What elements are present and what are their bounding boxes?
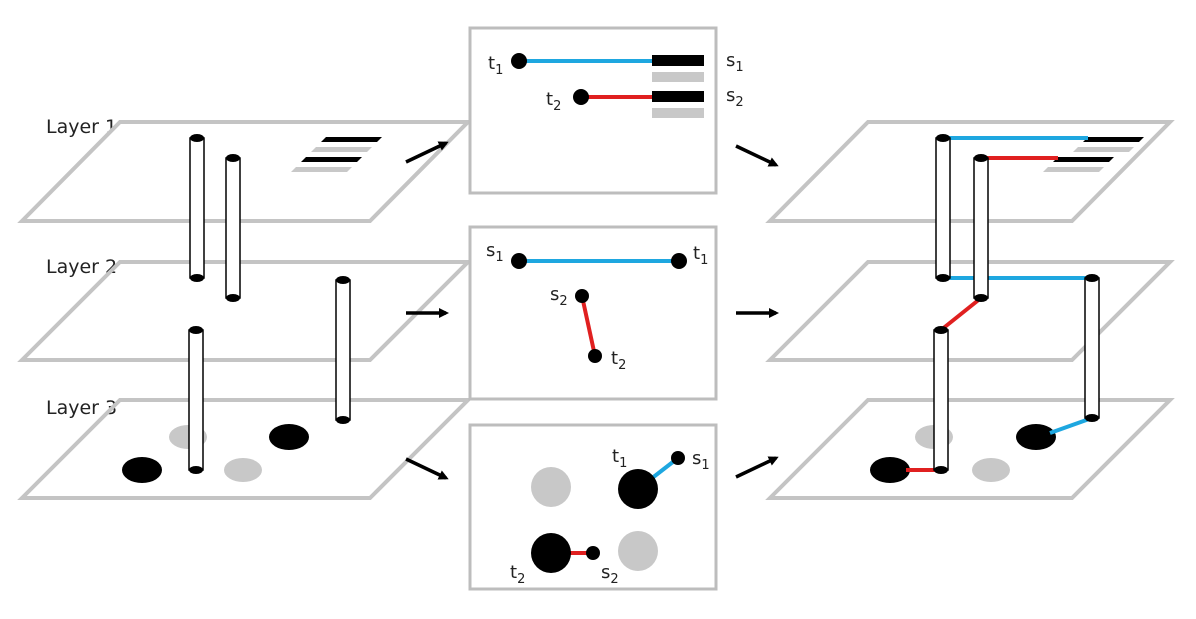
right-plane-layer-1 [765, 120, 1175, 223]
pad-black [122, 457, 162, 483]
pin-stripe [321, 137, 382, 142]
via [1084, 274, 1100, 422]
terminal-t2 [588, 349, 602, 363]
pad-gray [224, 458, 262, 482]
arrow-icon [735, 456, 779, 479]
net1-wire [1049, 416, 1093, 435]
label-s2: s2 [550, 284, 568, 309]
pin-stripe [291, 167, 352, 172]
via [933, 326, 949, 474]
terminal-t2 [573, 89, 589, 105]
label-s1: s1 [486, 240, 504, 265]
pin-stripe [652, 108, 704, 118]
pin-stripe [652, 72, 704, 82]
label-s2: s2 [726, 85, 744, 110]
via [935, 134, 951, 282]
pin-stripe [1073, 147, 1134, 152]
terminal-s2 [575, 289, 589, 303]
left-layer-stack [17, 120, 473, 500]
panel-layer-3-routing: t1 s1 t2 s2 [468, 423, 718, 591]
right-plane-layer-3 [765, 398, 1175, 500]
pin-stripe [652, 55, 704, 66]
terminal-t1 [671, 253, 687, 269]
via [335, 276, 351, 424]
pin-stripe [1083, 137, 1144, 142]
pin-stripe [1043, 167, 1104, 172]
right-layer-1-pins [1043, 137, 1144, 172]
layer-1-label: Layer 1 [46, 116, 118, 138]
pad-gray [531, 467, 571, 507]
pin-stripe [652, 91, 704, 102]
net2-wire [939, 296, 983, 332]
layer-2-label: Layer 2 [46, 256, 118, 278]
pad-black [1016, 424, 1056, 450]
via [188, 326, 204, 474]
label-t2: t2 [510, 562, 525, 587]
label-t2: t2 [546, 89, 561, 114]
terminal-s1 [671, 451, 685, 465]
layer-3-label: Layer 3 [46, 397, 118, 419]
label-s2: s2 [601, 562, 619, 587]
flow-arrows [405, 141, 779, 480]
panel-layer-1-routing: t1 t2 s1 s2 [468, 26, 744, 195]
terminal-t1 [618, 469, 658, 509]
net2-wire [580, 295, 597, 357]
pad-black [870, 457, 910, 483]
terminal-t1 [511, 53, 527, 69]
arrow-icon [405, 457, 449, 480]
pin-stripe [1053, 157, 1114, 162]
label-s1: s1 [726, 50, 744, 75]
via [225, 154, 241, 302]
via [973, 154, 989, 302]
label-t1: t1 [693, 243, 708, 268]
arrow-icon [735, 144, 779, 167]
right-plane-layer-2 [765, 260, 1175, 362]
left-layer-1-pins [291, 137, 382, 172]
label-t2: t2 [611, 348, 626, 373]
left-plane-layer-2 [17, 260, 473, 362]
terminal-t2 [531, 533, 571, 573]
terminal-s2 [586, 546, 600, 560]
pin-stripe [301, 157, 362, 162]
label-t1: t1 [612, 446, 627, 471]
pad-gray [618, 531, 658, 571]
label-t1: t1 [488, 53, 503, 78]
pad-black [269, 424, 309, 450]
pad-gray [972, 458, 1010, 482]
panel-layer-2-routing: s1 t1 s2 t2 [468, 225, 718, 401]
arrow-icon [405, 141, 449, 164]
via [189, 134, 205, 282]
left-plane-layer-1 [17, 120, 473, 223]
right-layer-stack [765, 120, 1175, 500]
left-plane-layer-3 [17, 398, 473, 500]
pin-stripe [311, 147, 372, 152]
label-s1: s1 [692, 448, 710, 473]
terminal-s1 [511, 253, 527, 269]
